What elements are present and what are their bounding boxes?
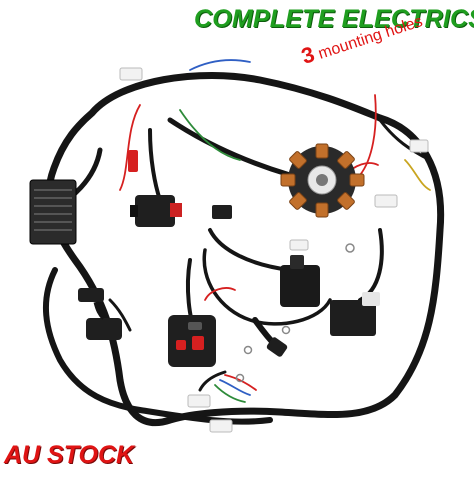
small-connector bbox=[212, 205, 232, 219]
handlebar-switch bbox=[168, 315, 216, 367]
stock-badge: AU STOCK bbox=[4, 441, 135, 469]
product-title: COMPLETE ELECTRICS bbox=[194, 5, 474, 33]
blue-wire-bottom bbox=[219, 379, 251, 396]
cdi-box bbox=[330, 292, 380, 336]
white-connector-bottom bbox=[187, 394, 211, 408]
main-harness-loop bbox=[45, 72, 445, 427]
ring-terminal bbox=[345, 243, 355, 253]
spark-plug-cap bbox=[252, 317, 288, 357]
branch-right-top bbox=[378, 118, 432, 162]
branch-bottom-fan bbox=[198, 370, 227, 392]
stator bbox=[280, 143, 365, 218]
branch-to-coil bbox=[208, 228, 292, 272]
green-wire-bottom bbox=[214, 384, 246, 403]
regulator-rectifier bbox=[29, 179, 77, 245]
branch-to-stator bbox=[167, 117, 293, 178]
red-wire-bottom bbox=[224, 374, 257, 391]
white-connector-top bbox=[119, 67, 143, 81]
ignition-coil bbox=[280, 255, 320, 307]
red-wire-loop bbox=[204, 287, 236, 301]
blue-wire bbox=[189, 59, 251, 71]
ring-terminal bbox=[281, 325, 291, 335]
branch-to-cdi bbox=[358, 228, 384, 302]
fuse-holder bbox=[128, 150, 138, 172]
branch-loop-center bbox=[202, 248, 332, 326]
branch-to-plug bbox=[108, 298, 132, 332]
ring-terminal bbox=[235, 373, 245, 383]
yellow-wire bbox=[404, 159, 431, 191]
white-connector-mid bbox=[289, 239, 309, 251]
ring-terminal bbox=[243, 345, 253, 355]
white-connector-right-2 bbox=[374, 194, 398, 208]
green-wire bbox=[179, 109, 241, 161]
ignition-switch bbox=[78, 288, 122, 340]
branch-to-relay bbox=[148, 128, 162, 202]
red-wire-right bbox=[359, 94, 377, 176]
white-connector-bottom-2 bbox=[209, 419, 233, 433]
white-connector-right bbox=[409, 139, 429, 153]
red-wire-top bbox=[119, 104, 141, 191]
starter-relay bbox=[130, 195, 182, 227]
